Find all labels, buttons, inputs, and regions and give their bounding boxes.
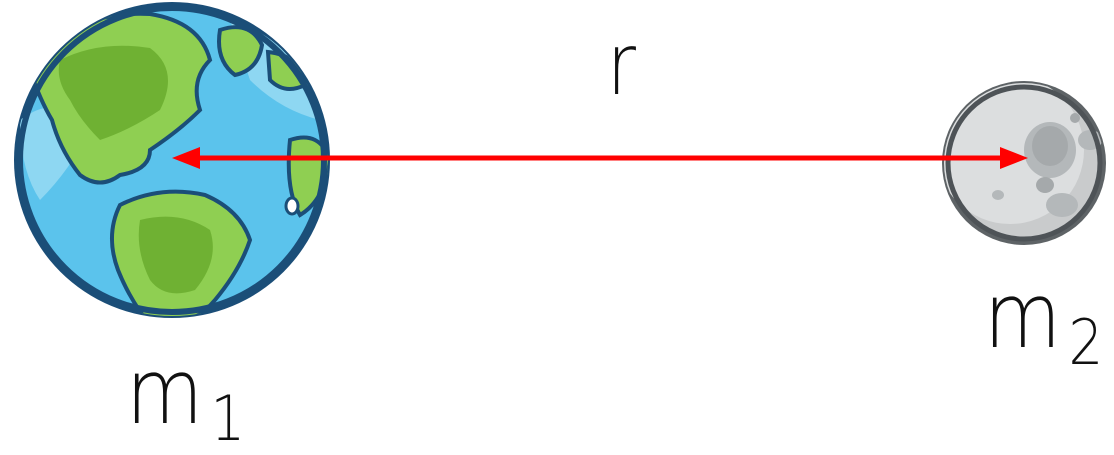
- mass2-label: m 2: [984, 272, 1103, 374]
- moon-icon: [942, 81, 1106, 245]
- mass2-subscript: 2: [1068, 306, 1104, 379]
- mass2-symbol: m: [984, 264, 1062, 369]
- earth-icon: [14, 2, 330, 318]
- mass1-subscript: 1: [210, 382, 246, 455]
- distance-label: r: [607, 15, 636, 115]
- mass1-symbol: m: [126, 340, 204, 445]
- distance-arrow: [172, 147, 1028, 169]
- mass1-label: m 1: [126, 348, 245, 450]
